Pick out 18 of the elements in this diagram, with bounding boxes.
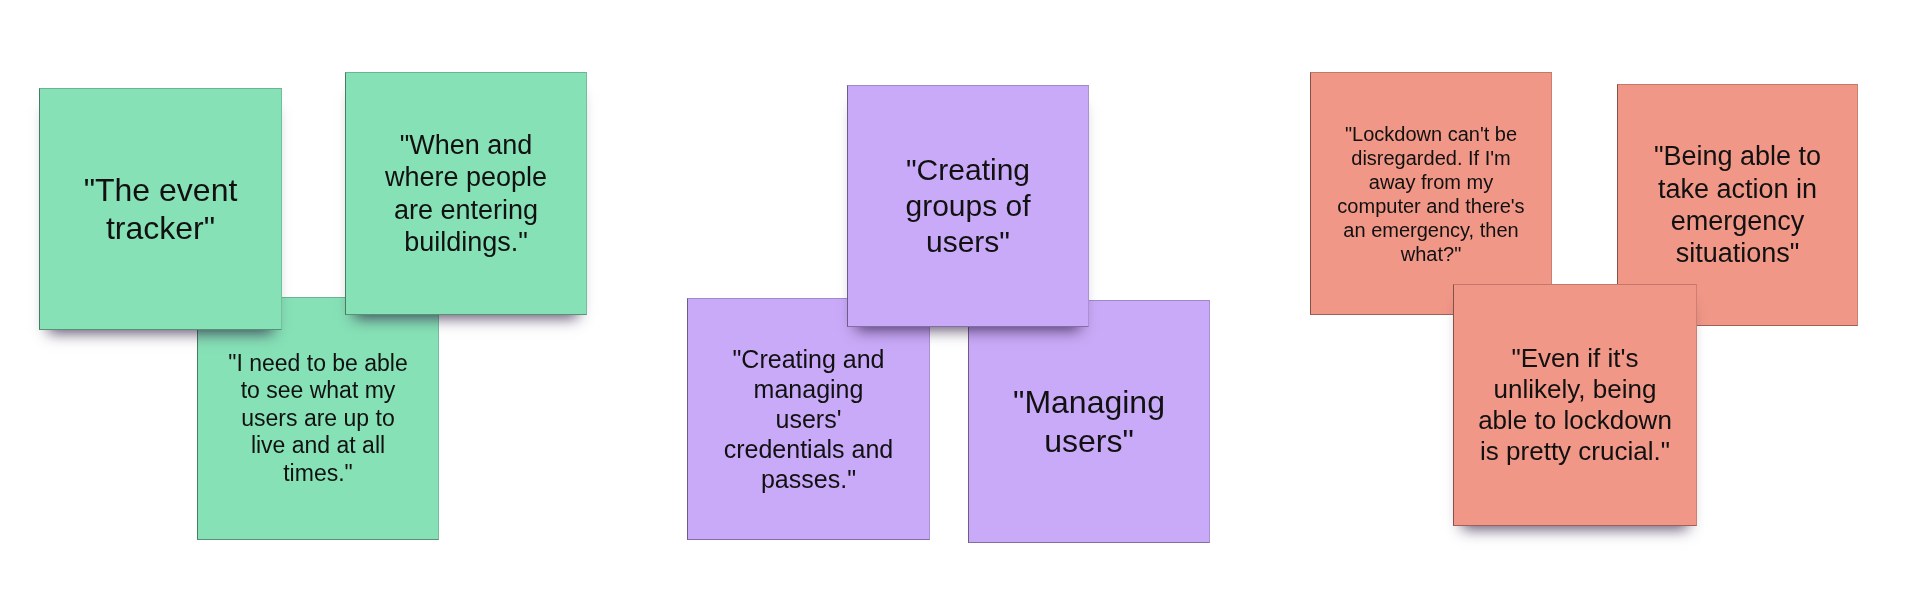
note-text: "Being able to take action in emergency situations" xyxy=(1652,140,1823,270)
sticky-note xyxy=(1310,72,1552,315)
note-text: "The event tracker" xyxy=(82,170,239,248)
note-text: "Even if it's unlikely, being able to lockdown is pretty crucial." xyxy=(1477,342,1673,468)
sticky-note xyxy=(1453,284,1697,526)
sticky-note xyxy=(687,298,930,540)
note-text: "I need to be able to see what my users are up to live and at all times." xyxy=(227,349,409,488)
sticky-note xyxy=(1617,84,1858,326)
note-text: "When and where people are entering buildings." xyxy=(383,128,549,259)
note-text: "Creating and managing users' credentials and passes." xyxy=(722,344,895,494)
note-text: "Creating groups of users" xyxy=(904,152,1032,260)
sticky-note xyxy=(345,72,587,315)
sticky-note xyxy=(968,300,1210,543)
note-text: "Lockdown can't be disregarded. If I'm away from my computer and there's an emergency, then what?" xyxy=(1336,121,1526,266)
sticky-note xyxy=(197,297,439,540)
sticky-note xyxy=(847,85,1089,327)
sticky-note xyxy=(39,88,282,330)
note-text: "Managing users" xyxy=(1012,383,1166,460)
